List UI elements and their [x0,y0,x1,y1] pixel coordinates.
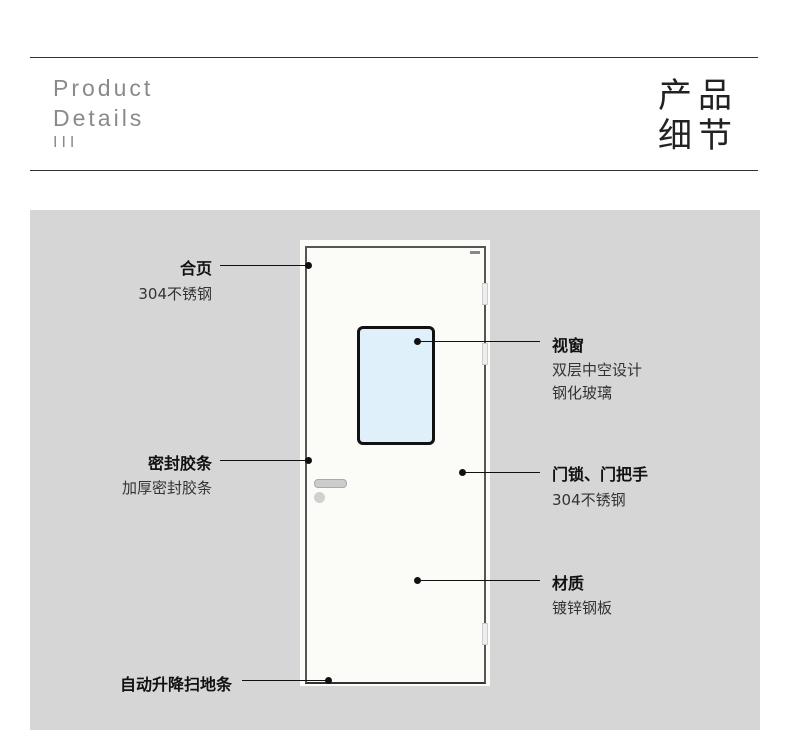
bottom-divider [30,170,758,171]
lock-title: 门锁、门把手 [552,465,649,484]
window-dot [414,338,421,345]
hinge-sub: 304不锈钢 [138,285,212,303]
seal-leader [220,460,308,461]
seal-sub: 加厚密封胶条 [121,479,212,497]
material-sub: 镀锌钢板 [552,599,613,617]
window-title: 视窗 [552,336,585,355]
lock-dot [459,469,466,476]
hinge-icon [482,623,488,645]
material-leader [417,580,540,581]
material-title: 材质 [552,574,585,593]
door-lock-icon [314,492,325,503]
door-leaf [305,246,486,684]
lock-leader [462,472,540,473]
hinge-leader [220,265,308,266]
door-window [357,326,435,445]
header-en-mark: III [53,134,79,151]
hinge-icon [482,283,488,305]
header-cn-line1: 产品 [658,76,738,116]
sweep-leader [242,680,328,681]
hinge-title: 合页 [179,259,212,278]
door-handle-icon [314,479,347,488]
header-en-line2: Details [53,105,145,131]
door-label-icon [470,251,480,254]
window-sub2: 钢化玻璃 [552,384,613,402]
top-divider [30,57,758,58]
material-dot [414,577,421,584]
lock-sub: 304不锈钢 [552,491,626,509]
window-leader [417,341,540,342]
hinge-dot [305,262,312,269]
sweep-dot [325,677,332,684]
sweep-title: 自动升降扫地条 [119,675,232,694]
header-cn-line2: 细节 [658,116,738,156]
hinge-icon [482,343,488,365]
seal-title: 密封胶条 [147,454,212,473]
header-en-line1: Product [53,75,154,101]
seal-dot [305,457,312,464]
window-sub1: 双层中空设计 [552,361,643,379]
